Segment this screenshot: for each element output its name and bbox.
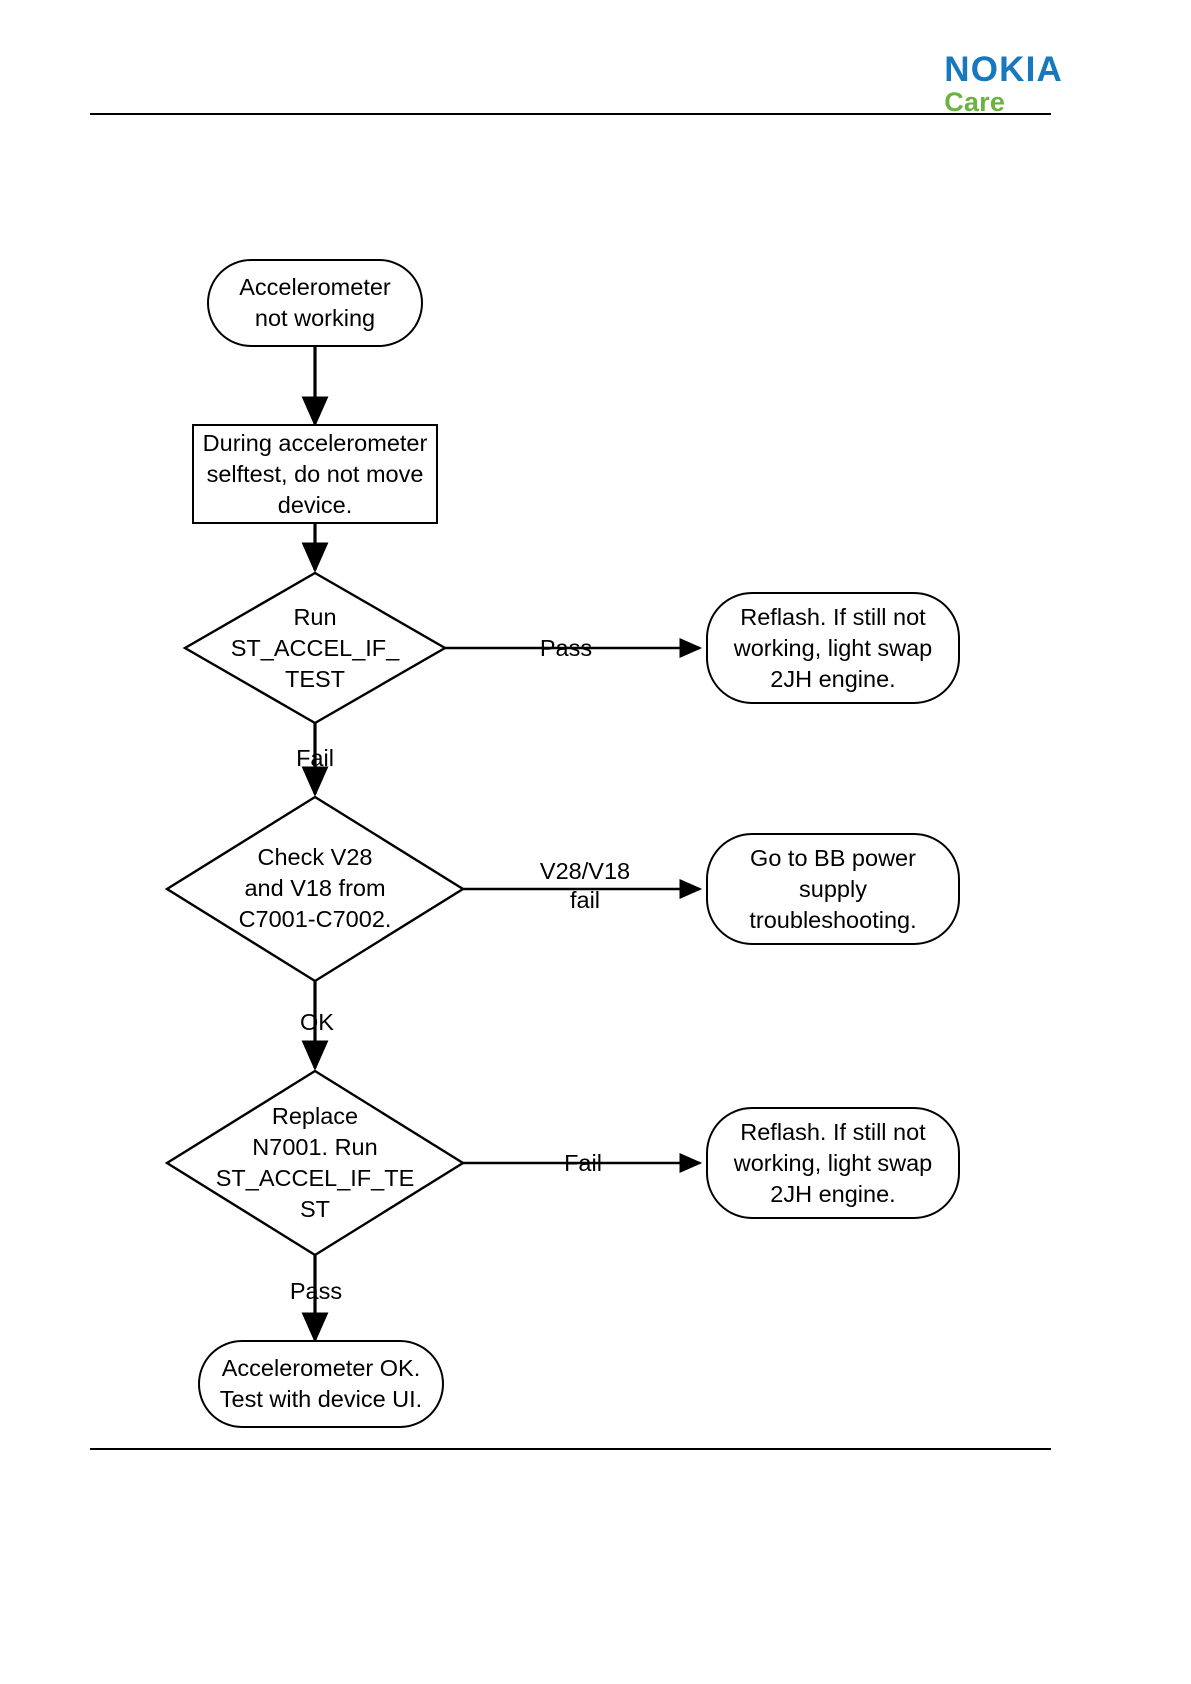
node-bb-power-supply-troubleshooting[interactable]: Go to BB power supply troubleshooting.: [706, 833, 960, 945]
decision-label-replace: Replace N7001. Run ST_ACCEL_IF_TE ST: [215, 1103, 415, 1222]
header-divider: [90, 113, 1051, 115]
node-accelerometer-not-working[interactable]: Accelerometer not working: [207, 259, 423, 347]
node-selftest-instruction[interactable]: During accelerometer selftest, do not mo…: [192, 424, 438, 524]
edge-label-fail-1: Fail: [296, 745, 334, 771]
nokia-wordmark: NOKIA: [944, 50, 1063, 89]
care-wordmark: Care: [944, 87, 1006, 117]
node-accelerometer-ok[interactable]: Accelerometer OK. Test with device UI.: [198, 1340, 444, 1428]
node-run-st-accel-if-test[interactable]: Run ST_ACCEL_IF_ TEST: [195, 601, 435, 695]
node-reflash-light-swap-2[interactable]: Reflash. If still not working, light swa…: [706, 1107, 960, 1219]
node-reflash-light-swap-1[interactable]: Reflash. If still not working, light swa…: [706, 592, 960, 704]
footer-divider: [90, 1448, 1051, 1450]
decision-label-checkv: Check V28 and V18 from C7001-C7002.: [238, 843, 392, 932]
edge-label-pass-2: Pass: [289, 1278, 343, 1304]
nokia-care-logo: NOKIA Care: [944, 52, 1063, 116]
node-check-v28-v18[interactable]: Check V28 and V18 from C7001-C7002.: [185, 840, 445, 936]
node-replace-n7001[interactable]: Replace N7001. Run ST_ACCEL_IF_TE ST: [182, 1100, 448, 1226]
edge-label-v28-v18-fail: V28/V18 fail: [539, 858, 631, 913]
edge-label-fail-2: Fail: [564, 1150, 602, 1176]
decision-label-test1: Run ST_ACCEL_IF_ TEST: [230, 603, 400, 692]
edge-label-pass-1: Pass: [539, 635, 593, 661]
edge-label-ok: OK: [300, 1009, 334, 1035]
